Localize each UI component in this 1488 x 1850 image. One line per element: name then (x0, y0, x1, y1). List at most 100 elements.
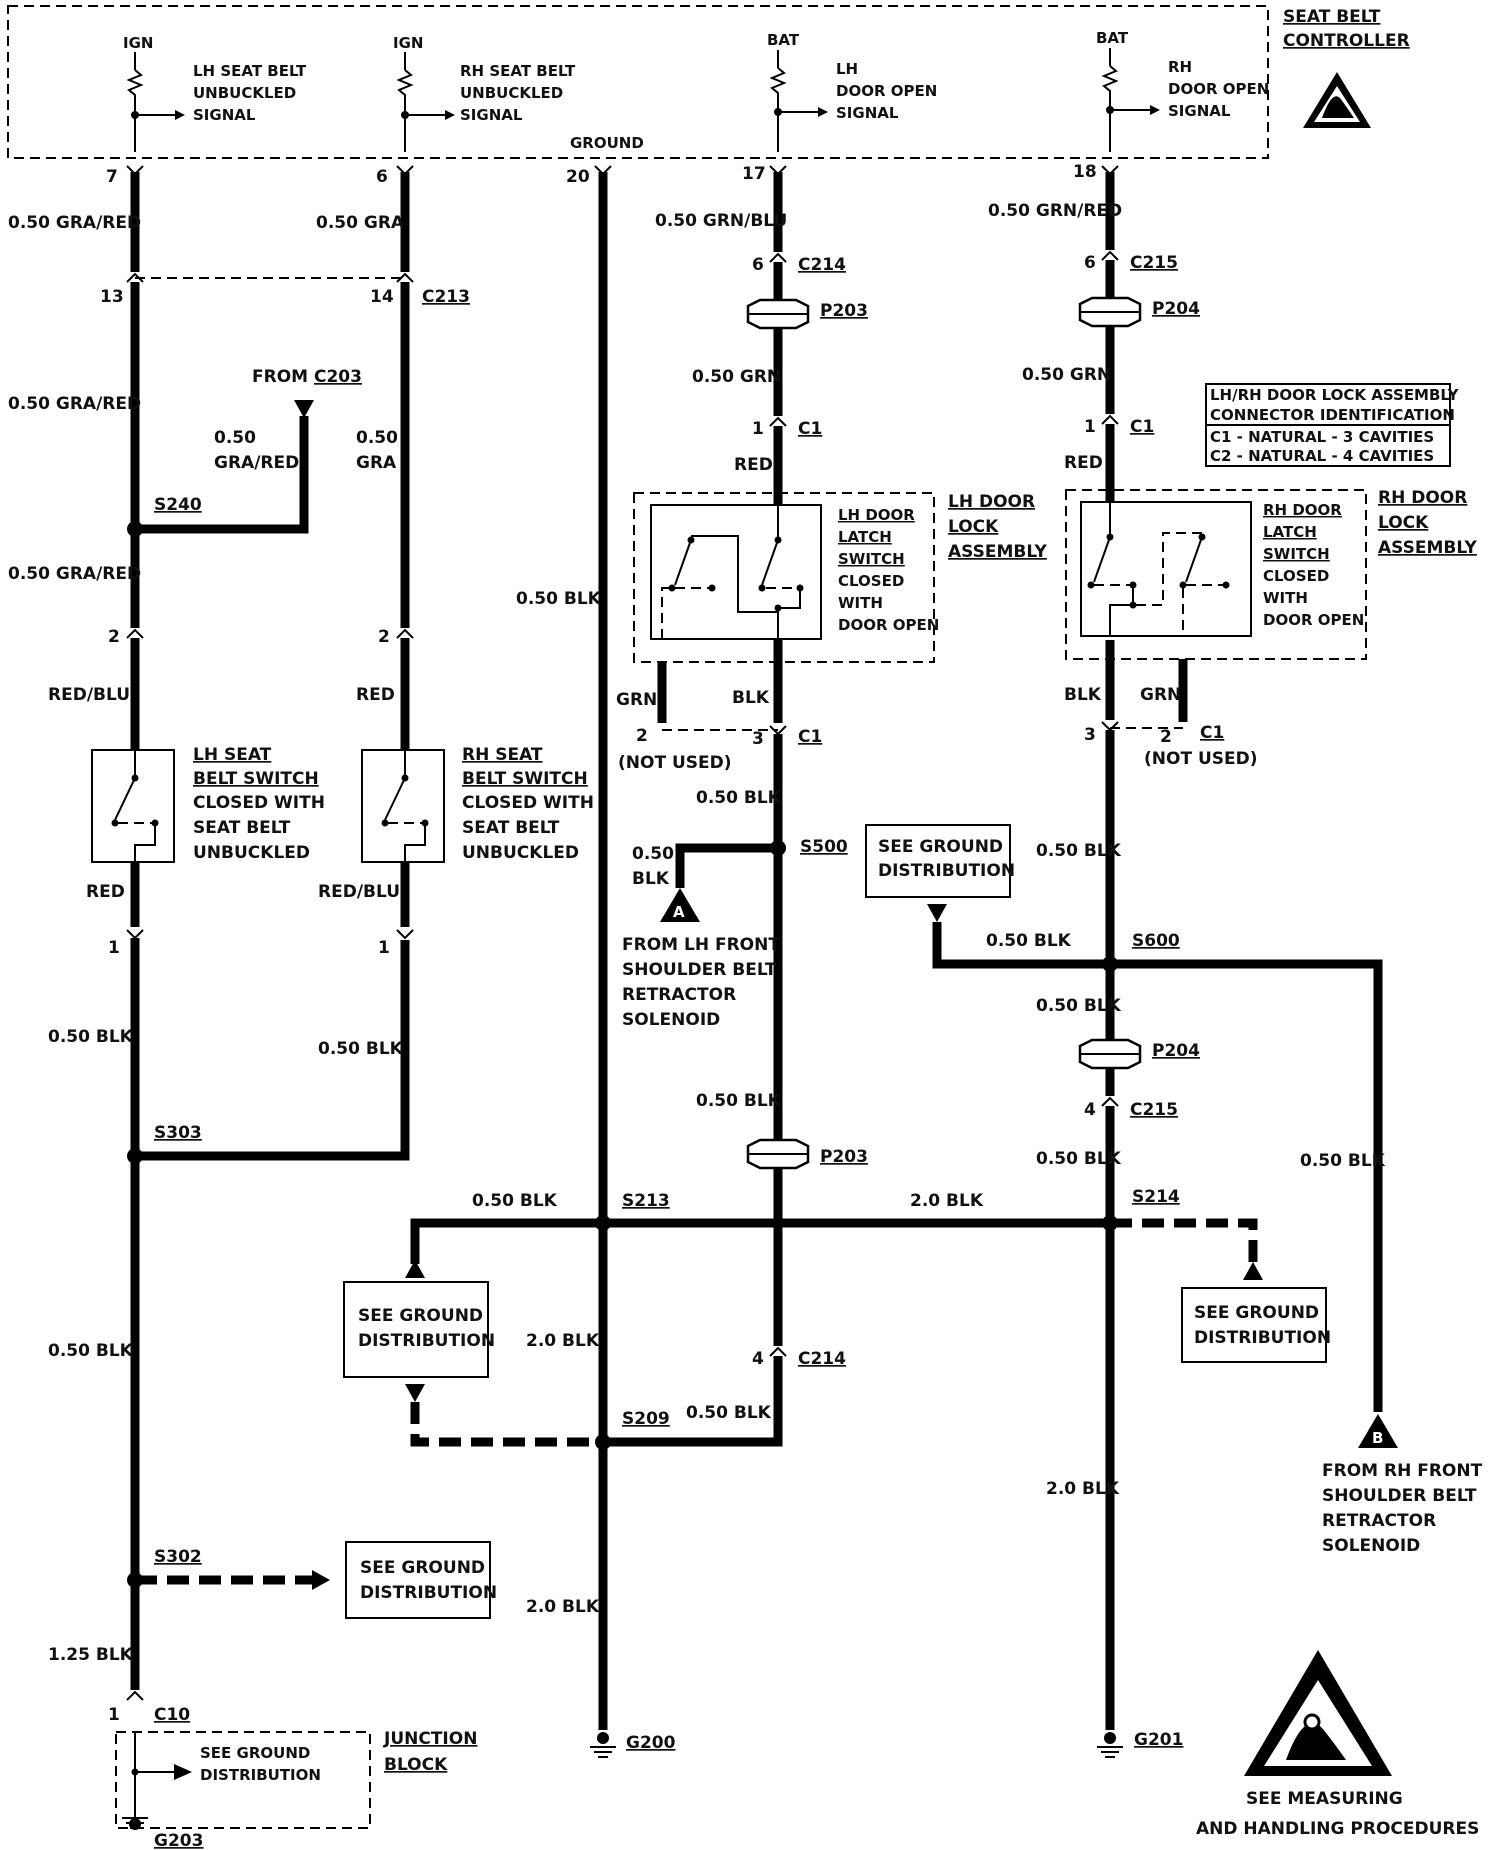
esd-warning-icon (1244, 1650, 1392, 1776)
ground-g200-symbol (590, 1732, 616, 1758)
wire-s213-left (410, 1218, 603, 1264)
ref-a-text: SOLENOID (622, 1010, 720, 1030)
splice-s500-label: S500 (800, 837, 848, 857)
wire-label: 0.50 BLK (1036, 1149, 1122, 1169)
svg-text:LH: LH (836, 60, 858, 78)
controller-signal-lh-seat: IGN LH SEAT BELT UNBUCKLED SIGNAL (123, 34, 307, 152)
svg-text:LH SEAT BELT: LH SEAT BELT (193, 62, 307, 80)
wire-label: 2.0 BLK (1046, 1479, 1120, 1499)
esd-warning-text: AND HANDLING PROCEDURES (1196, 1819, 1479, 1839)
wire-label: 0.50 GRA/RED (8, 213, 141, 233)
wire-s600-right (1110, 959, 1383, 1412)
wire-label: GRN (616, 690, 657, 710)
rh-latch-label: LATCH (1263, 523, 1317, 541)
pin-c1-rh-3: 3 (1084, 725, 1096, 745)
wire-label: 0.50 GRA (316, 213, 405, 233)
wire-label: 0.50 BLK (472, 1191, 558, 1211)
wire-label: 1.25 BLK (48, 1645, 134, 1665)
connector-c215: C215 (1130, 253, 1178, 273)
wire-label: 0.50 BLK (318, 1039, 404, 1059)
from-c203-arrow (294, 400, 314, 418)
svg-text:IGN: IGN (393, 34, 423, 52)
ground-g203-dot (129, 1818, 141, 1830)
wire-label: 2.0 BLK (910, 1191, 984, 1211)
wire-s500-branch (675, 843, 778, 888)
wire-label: 0.50 BLK (686, 1403, 772, 1423)
svg-text:DISTRIBUTION: DISTRIBUTION (878, 861, 1015, 881)
wire-label: 2.0 BLK (526, 1597, 600, 1617)
ref-b-text: SOLENOID (1322, 1536, 1420, 1556)
lh-seat-switch-label: SEAT BELT (193, 818, 291, 838)
rh-lock-label: RH DOOR (1378, 488, 1467, 508)
wire-label: BLK (732, 688, 770, 708)
wire-label: BLK (1064, 685, 1102, 705)
rh-seat-switch-label: CLOSED WITH (462, 793, 594, 813)
connector-c213: C213 (422, 287, 470, 307)
rh-lock-label: ASSEMBLY (1378, 538, 1478, 558)
ground-g203: G203 (154, 1831, 203, 1850)
svg-text:UNBUCKLED: UNBUCKLED (460, 84, 563, 102)
svg-text:DOOR OPEN: DOOR OPEN (1168, 80, 1269, 98)
passthrough-p204-b-label: P204 (1152, 1041, 1200, 1061)
svg-text:SEE GROUND: SEE GROUND (360, 1558, 485, 1578)
ref-b-text: RETRACTOR (1322, 1511, 1436, 1531)
connector-c215-b: C215 (1130, 1100, 1178, 1120)
splice-s213-label: S213 (622, 1191, 670, 1211)
ground-ref-s600: SEE GROUND DISTRIBUTION (865, 824, 1015, 898)
wire-label: RED/BLU (48, 685, 130, 705)
rh-latch-label: WITH (1263, 589, 1308, 607)
wire-label: RED (86, 882, 125, 902)
ref-a-text: FROM LH FRONT (622, 935, 780, 955)
svg-text:C2 - NATURAL - 4 CAVITIES: C2 - NATURAL - 4 CAVITIES (1210, 447, 1434, 465)
column-ground-wire (594, 165, 612, 1730)
pin-13: 13 (100, 287, 124, 307)
ref-b-text: SHOULDER BELT (1322, 1486, 1477, 1506)
pin-7: 7 (106, 167, 118, 187)
ref-b-triangle: B (1358, 1414, 1398, 1448)
lh-latch-label: DOOR OPEN (838, 616, 939, 634)
connector-c10: C10 (154, 1705, 190, 1725)
svg-text:SEE GROUND: SEE GROUND (878, 837, 1003, 857)
svg-text:IGN: IGN (123, 34, 153, 52)
connector-c1-rh: C1 (1130, 417, 1154, 437)
junction-block-label: JUNCTION (383, 1729, 477, 1749)
controller-ground-label: GROUND (570, 134, 644, 152)
rh-lock-label: LOCK (1378, 513, 1429, 533)
wire-label: 0.50 GRN (692, 367, 781, 387)
pin-c1-lh-3: 3 (752, 729, 764, 749)
connector-id-box: LH/RH DOOR LOCK ASSEMBLY CONNECTOR IDENT… (1205, 383, 1460, 467)
controller-box (7, 5, 1269, 159)
column-rh-door-wire (1101, 165, 1119, 1730)
svg-text:SEE GROUND: SEE GROUND (1194, 1303, 1319, 1323)
controller-signal-lh-door: BAT LH DOOR OPEN SIGNAL (767, 31, 937, 152)
rh-latch-label: DOOR OPEN (1263, 611, 1364, 629)
from-c203-label: FROM C203 (252, 367, 362, 387)
pin-1-lh: 1 (108, 938, 120, 958)
controller-title-2: CONTROLLER (1283, 31, 1410, 51)
svg-text:RH: RH (1168, 58, 1192, 76)
pin-c214-4: 4 (752, 1349, 764, 1369)
wire-s209-dashed (410, 1402, 603, 1447)
pin-14: 14 (370, 287, 394, 307)
passthrough-p204 (1078, 296, 1142, 328)
lh-lock-label: LH DOOR (948, 492, 1035, 512)
passthrough-p204-b (1078, 1038, 1142, 1070)
rh-seat-belt-switch (361, 749, 445, 863)
splice-s303-label: S303 (154, 1123, 202, 1143)
svg-text:BAT: BAT (767, 31, 800, 49)
svg-text:B: B (1372, 1429, 1383, 1447)
svg-text:A: A (673, 903, 685, 921)
wire-label: 0.50 BLK (516, 589, 602, 609)
pin-c10: 1 (108, 1705, 120, 1725)
column-lh-door-wire (603, 165, 787, 1447)
wire-label: 0.50 GRN (1022, 365, 1111, 385)
wire-label: GRA/RED (214, 453, 299, 473)
lh-lock-label: LOCK (948, 517, 999, 537)
wire-label: 0.50 BLK (1300, 1151, 1386, 1171)
wire-label: 0.50 BLK (986, 931, 1072, 951)
lh-latch-label: SWITCH (838, 550, 905, 568)
passthrough-p204-label: P204 (1152, 299, 1200, 319)
connector-c1-rh-b: C1 (1200, 723, 1224, 743)
rh-seat-switch-label: BELT SWITCH (462, 769, 588, 789)
wire-label: 0.50 GRA/RED (8, 394, 141, 414)
